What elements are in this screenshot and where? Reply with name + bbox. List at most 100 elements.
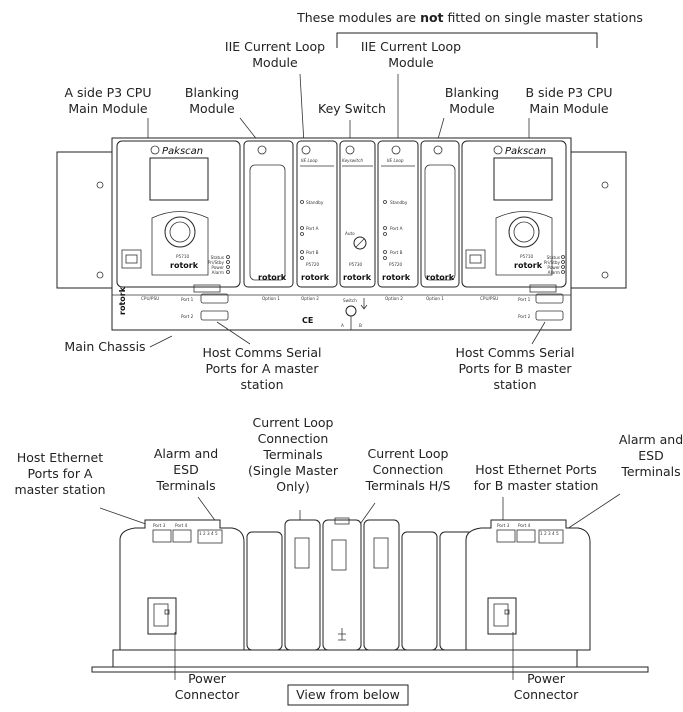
port3-label-a: Port 3 (153, 523, 166, 528)
terminal-block-a (193, 284, 221, 293)
terminal-numbers: 1 2 3 4 5 (540, 531, 559, 536)
cpu-psu-label-b: CPU/PSU (480, 296, 498, 301)
current-loop-single-bottom (284, 519, 321, 651)
port-a-label: Port A (390, 226, 403, 231)
current-loop-hs-bottom (363, 519, 400, 651)
rotork-logo: rotork (514, 261, 543, 270)
switch-label: Switch (343, 298, 357, 303)
rotork-logo-vertical: rotork (118, 286, 127, 315)
iie-loop-label: IIE Loop (387, 158, 404, 163)
port-b-label: Port B (390, 250, 403, 255)
power-connector-a (147, 597, 177, 635)
blanking-bottom-2 (401, 531, 438, 651)
ethernet-port-icon (121, 249, 142, 269)
cpu-display (493, 157, 553, 201)
ethernet-port-4-b (516, 529, 536, 543)
port4-label-b: Port 4 (518, 523, 531, 528)
pakscan-logo: Pakscan (505, 146, 546, 157)
mount-hole (96, 271, 104, 279)
mount-hole (601, 271, 609, 279)
terminal-block-b (529, 284, 557, 293)
ab-switch[interactable] (345, 305, 357, 317)
bottom-view: Port 3 Port 4 1 2 3 4 5 Port 3 Port 4 1 … (91, 517, 649, 673)
ethernet-port-4-a (172, 529, 192, 543)
auto-label: Auto (345, 231, 355, 236)
ethernet-port-3-b (496, 529, 516, 543)
standby-label: Standby (306, 200, 324, 205)
iie-loop-module-left: IIE Loop Standby Port A Port B P5720 rot… (296, 140, 338, 288)
key-switch-module: Keyswitch Auto P5730 rotork (339, 140, 376, 288)
cpu-model-label: P5710 (176, 254, 190, 259)
keyswitch-label: Keyswitch (342, 158, 363, 163)
current-loop-terminal (373, 537, 389, 569)
keyswitch-bottom (322, 519, 362, 651)
ethernet-port-3-a (152, 529, 172, 543)
rotork-logo: rotork (301, 273, 330, 282)
serial-port-2-b (535, 310, 564, 321)
blanking-bottom-1 (246, 531, 283, 651)
rotork-logo: rotork (258, 273, 287, 282)
switch-a-label: A (341, 323, 344, 328)
serial-port-1-a (200, 293, 229, 304)
a-side-psu-bottom (119, 519, 245, 651)
alarm-terminal-a (197, 529, 223, 544)
b-side-psu-bottom (465, 519, 591, 651)
iie-loop-module-right: IIE Loop Standby Port A Port B P5720 rot… (377, 140, 419, 288)
serial-port-1-b (535, 293, 564, 304)
port2-label-b: Port 2 (518, 314, 531, 319)
option2-label: Option 2 (301, 296, 319, 301)
mount-hole (96, 181, 104, 189)
mount-hole (601, 181, 609, 189)
option1-label: Option 1 (262, 296, 280, 301)
option1-label: Option 1 (426, 296, 444, 301)
blanking-module-right: rotork (420, 140, 460, 288)
terminal-numbers: 1 2 3 4 5 (199, 531, 218, 536)
chassis-base (112, 649, 578, 668)
rotork-logo: rotork (382, 273, 411, 282)
key-model-label: P5730 (349, 262, 363, 267)
label-key-switch: Key Switch (318, 101, 386, 116)
iie-model-label: P5720 (306, 262, 320, 267)
ethernet-port-icon (465, 249, 486, 269)
port1-label-a: Port 1 (181, 297, 194, 302)
switch-b-label: B (359, 323, 362, 328)
iie-loop-label: IIE Loop (301, 158, 318, 163)
not-fitted-bracket (336, 32, 598, 48)
blanking-module-left: rotork (243, 140, 294, 288)
option2-label: Option 2 (385, 296, 403, 301)
cpu-psu-label-a: CPU/PSU (141, 296, 159, 301)
current-loop-terminal (294, 537, 310, 569)
iie-model-label: P5720 (389, 262, 403, 267)
hs-terminal (331, 539, 347, 571)
port1-label-b: Port 1 (518, 297, 531, 302)
left-mounting-ear (56, 151, 113, 289)
rotork-logo: rotork (170, 261, 199, 270)
pakscan-logo: Pakscan (162, 146, 203, 157)
rotork-logo: rotork (343, 273, 372, 282)
port4-label-a: Port 4 (175, 523, 188, 528)
rotork-logo: rotork (426, 273, 455, 282)
cpu-display (149, 157, 209, 201)
alarm-terminal-b (538, 529, 564, 544)
port3-label-b: Port 3 (497, 523, 510, 528)
power-connector-b (487, 597, 517, 635)
view-from-below-box (287, 684, 409, 706)
port-b-label: Port B (306, 250, 319, 255)
port2-label-a: Port 2 (181, 314, 194, 319)
